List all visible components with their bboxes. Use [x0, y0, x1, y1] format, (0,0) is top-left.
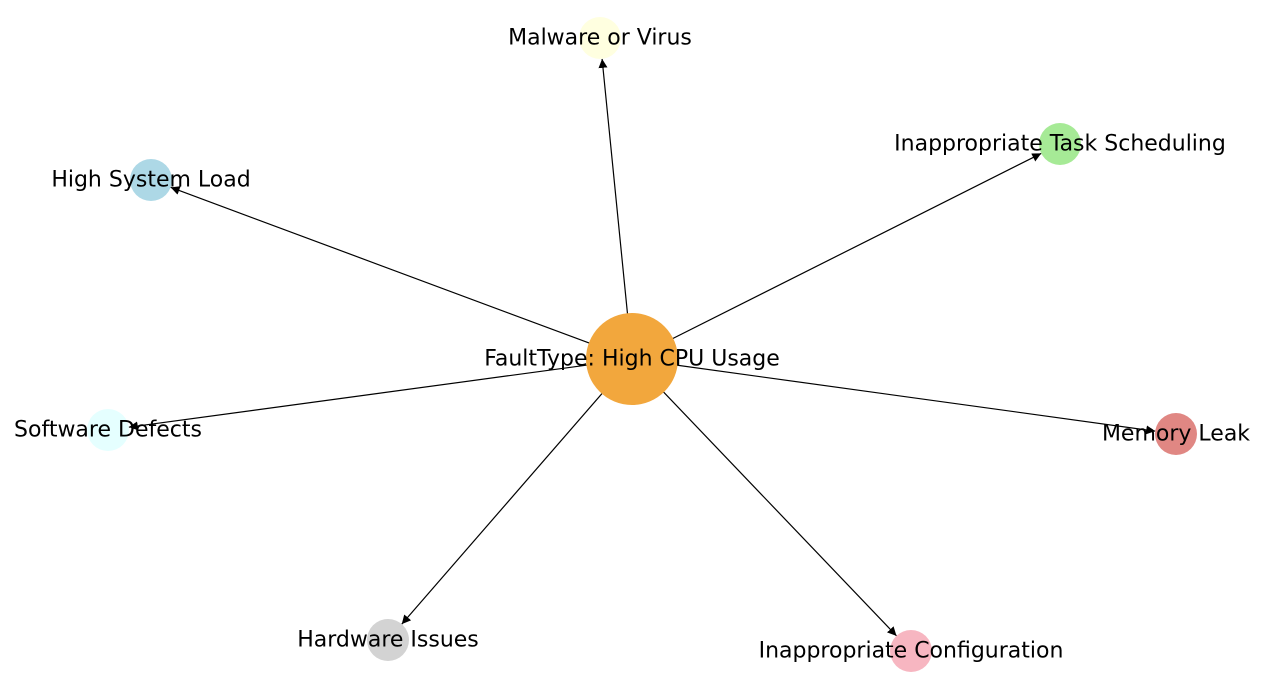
label-system-load: High System Load [51, 168, 250, 193]
node-software-defects [87, 409, 129, 451]
label-hardware-issues: Hardware Issues [297, 628, 479, 653]
label-malware: Malware or Virus [508, 26, 692, 51]
edge-center-to-malware [598, 58, 630, 332]
edge-center-to-software-defects [128, 362, 605, 431]
edge-center-to-task-scheduling [656, 152, 1042, 348]
node-center [586, 313, 678, 405]
edge-center-to-hardware-issues [401, 379, 615, 625]
node-memory-leak [1155, 413, 1197, 455]
node-system-load [130, 159, 172, 201]
node-hardware-issues [367, 619, 409, 661]
labels-layer: FaultType: High CPU Usage Malware or Viru… [14, 26, 1250, 664]
label-software-defects: Software Defects [14, 418, 202, 443]
node-malware [579, 17, 621, 59]
edge-center-to-memory-leak [659, 362, 1156, 435]
label-center: FaultType: High CPU Usage [484, 347, 780, 372]
nodes-layer [87, 17, 1197, 672]
edge-center-to-configuration [650, 378, 897, 637]
label-configuration: Inappropriate Configuration [759, 639, 1064, 664]
node-task-scheduling [1039, 123, 1081, 165]
label-task-scheduling: Inappropriate Task Scheduling [894, 132, 1226, 157]
edges-layer [128, 58, 1156, 637]
node-configuration [890, 630, 932, 672]
label-memory-leak: Memory Leak [1102, 422, 1250, 447]
edge-center-to-system-load [170, 186, 607, 350]
